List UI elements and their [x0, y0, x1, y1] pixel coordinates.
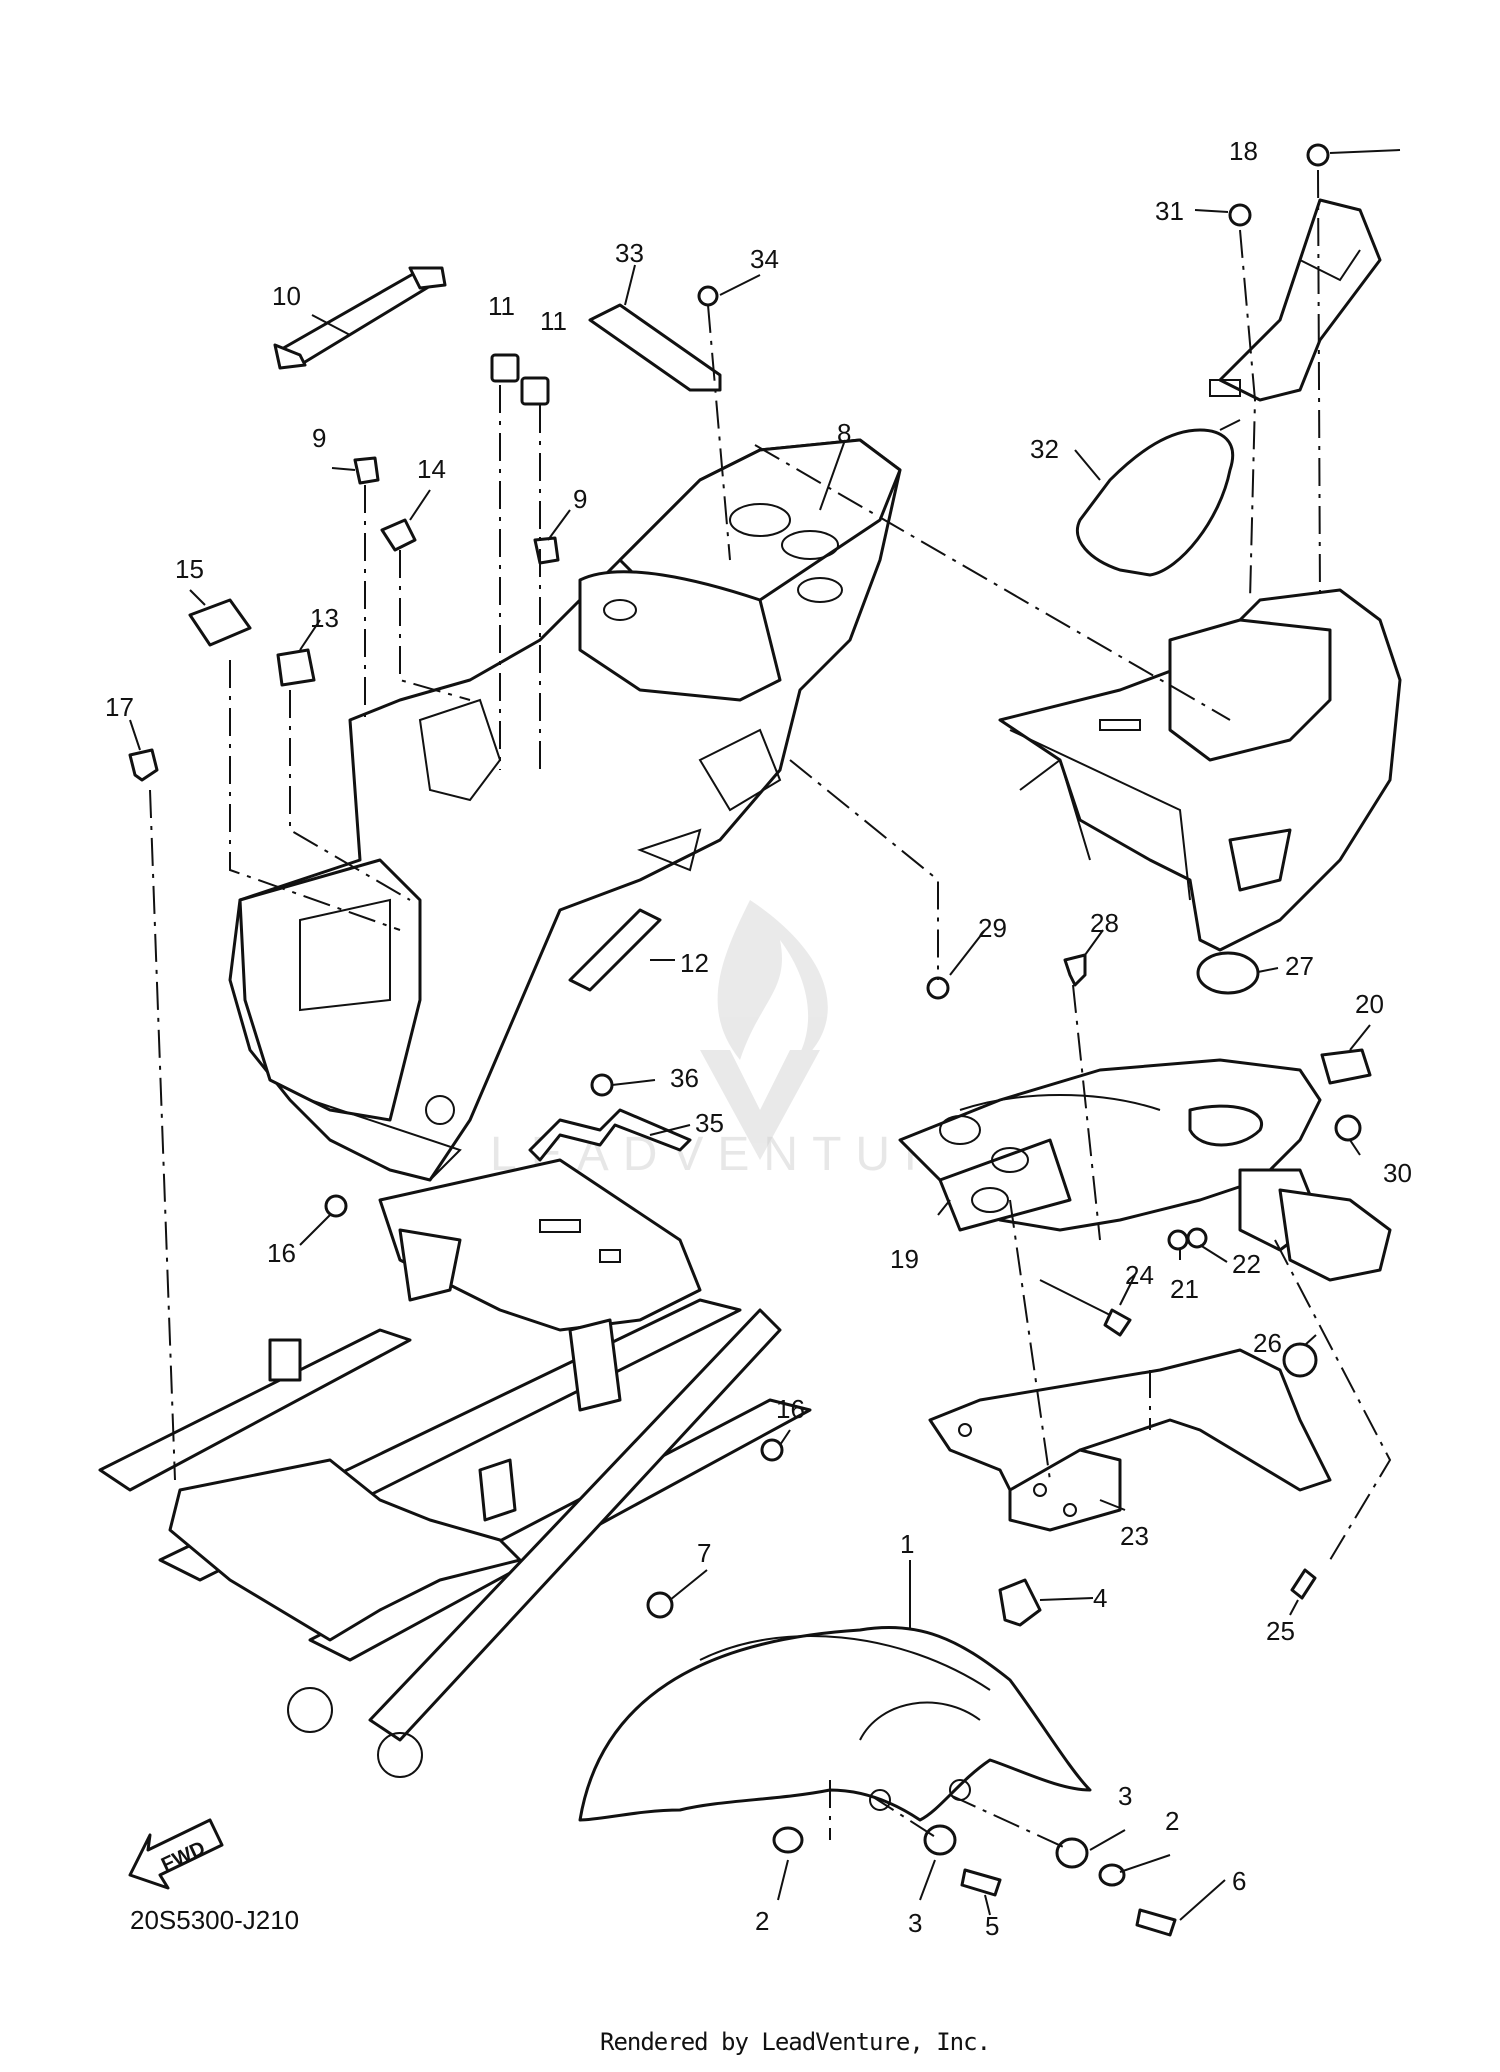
leader-lines — [129, 149, 1401, 1921]
callout-21[interactable]: 21 — [1170, 1274, 1199, 1304]
callout-24[interactable]: 24 — [1125, 1260, 1154, 1290]
callout-17[interactable]: 17 — [105, 692, 134, 722]
callout-30[interactable]: 30 — [1383, 1158, 1412, 1188]
watermark-logo — [700, 900, 828, 1160]
callout-18[interactable]: 18 — [1229, 136, 1258, 166]
plate-part-33[interactable] — [588, 303, 722, 392]
front-fender-part-1[interactable] — [578, 1626, 1092, 1822]
callout-16[interactable]: 16 — [776, 1394, 805, 1424]
callout-35[interactable]: 35 — [695, 1108, 724, 1138]
callout-31[interactable]: 31 — [1155, 196, 1184, 226]
callout-16[interactable]: 16 — [267, 1238, 296, 1268]
diagram-code: 20S5300-J210 — [130, 1905, 300, 1935]
callout-6[interactable]: 6 — [1232, 1866, 1246, 1896]
callout-36[interactable]: 36 — [670, 1063, 699, 1093]
callout-15[interactable]: 15 — [175, 554, 204, 584]
callout-9[interactable]: 9 — [312, 423, 326, 453]
rear-fender-part-8[interactable] — [228, 438, 902, 1182]
callout-27[interactable]: 27 — [1285, 951, 1314, 981]
callout-10[interactable]: 10 — [272, 281, 301, 311]
callout-11[interactable]: 11 — [488, 291, 515, 321]
callout-3[interactable]: 3 — [908, 1908, 922, 1938]
callout-20[interactable]: 20 — [1355, 989, 1384, 1019]
callout-5[interactable]: 5 — [985, 1911, 999, 1941]
band-part-10[interactable] — [273, 266, 447, 370]
assembly-lines — [149, 169, 1392, 1851]
callout-2[interactable]: 2 — [755, 1906, 769, 1936]
callout-22[interactable]: 22 — [1232, 1249, 1261, 1279]
callout-13[interactable]: 13 — [310, 603, 339, 633]
callout-3[interactable]: 3 — [1118, 1781, 1132, 1811]
callout-9[interactable]: 9 — [573, 484, 587, 514]
callout-25[interactable]: 25 — [1266, 1616, 1295, 1646]
callout-34[interactable]: 34 — [750, 244, 779, 274]
callout-26[interactable]: 26 — [1253, 1328, 1282, 1358]
callout-29[interactable]: 29 — [978, 913, 1007, 943]
rear-frame — [98, 1158, 812, 1778]
callout-1[interactable]: 1 — [900, 1529, 914, 1559]
callout-labels: 1 2 2 3 3 4 5 6 7 8 9 9 10 11 11 12 13 1… — [105, 136, 1412, 1941]
callout-7[interactable]: 7 — [697, 1538, 711, 1568]
callout-32[interactable]: 32 — [1030, 434, 1059, 464]
render-credit: Rendered by LeadVenture, Inc. — [600, 2028, 991, 2056]
callout-33[interactable]: 33 — [615, 238, 644, 268]
tail-cowl-part-19[interactable] — [898, 1058, 1392, 1282]
callout-23[interactable]: 23 — [1120, 1521, 1149, 1551]
callout-12[interactable]: 12 — [680, 948, 709, 978]
callout-8[interactable]: 8 — [837, 418, 851, 448]
callout-4[interactable]: 4 — [1093, 1583, 1107, 1613]
small-parts — [128, 143, 1372, 1937]
callout-2[interactable]: 2 — [1165, 1806, 1179, 1836]
callout-14[interactable]: 14 — [417, 454, 446, 484]
stay-part-23[interactable] — [928, 1348, 1332, 1532]
forward-direction-arrow: FWD — [128, 1818, 224, 1890]
seat-frame-assembly — [998, 588, 1402, 952]
callout-28[interactable]: 28 — [1090, 908, 1119, 938]
callout-19[interactable]: 19 — [890, 1244, 919, 1274]
cable-part-32[interactable] — [1075, 419, 1241, 577]
seat-lock-bracket — [1209, 198, 1382, 402]
callout-11[interactable]: 11 — [540, 306, 567, 336]
